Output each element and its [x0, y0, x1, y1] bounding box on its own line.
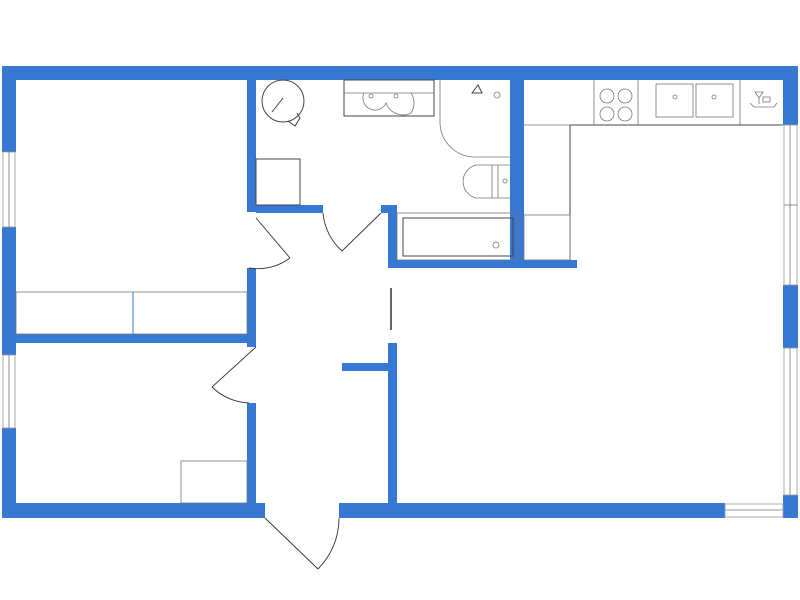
- wall-bottom-left: [2, 503, 265, 518]
- door-bedroom-2[interactable]: [211, 346, 257, 404]
- window-living-bottom: [724, 503, 784, 518]
- interior-walls: [16, 80, 577, 503]
- nightstand: [180, 460, 248, 504]
- wall-tub-left: [388, 205, 397, 268]
- bathroom-fixtures: [255, 79, 519, 261]
- wall-left-upper: [2, 66, 16, 152]
- wall-bath-kitchen: [510, 80, 524, 268]
- bathtub: [396, 212, 519, 261]
- wall-bottom-right: [339, 503, 725, 518]
- wall-bath-bottom-left: [256, 205, 323, 213]
- washing-machine: [261, 79, 305, 127]
- wall-tub-bottom: [388, 260, 577, 268]
- window-living-right: [783, 347, 798, 496]
- door-bedroom-1[interactable]: [248, 217, 291, 270]
- outer-walls: [2, 66, 798, 518]
- kitchen-fixtures: [523, 80, 783, 261]
- wall-top: [2, 66, 798, 80]
- door-bathroom[interactable]: [322, 212, 382, 252]
- wall-bedroom2-right: [247, 403, 256, 503]
- wall-hall-stub: [342, 363, 388, 371]
- wall-left-lower: [2, 428, 16, 518]
- wall-right-top: [783, 66, 798, 125]
- windows: [2, 124, 798, 518]
- door-entrance[interactable]: [264, 517, 340, 570]
- wall-left-middle: [2, 227, 16, 355]
- wardrobe: [15, 291, 248, 335]
- bedroom-fixtures: [15, 291, 248, 504]
- toilet: [462, 164, 510, 199]
- cabinet: [255, 158, 301, 206]
- wall-bedroom-divider: [16, 334, 256, 343]
- wall-bedroom1-right: [247, 268, 256, 347]
- kitchen-cabinet: [523, 214, 571, 261]
- shower: [439, 80, 510, 158]
- stove: [599, 88, 633, 122]
- kitchen-counter: [569, 124, 783, 260]
- faucet: [749, 91, 778, 108]
- wall-right-middle: [783, 285, 798, 348]
- double-sink: [343, 79, 435, 117]
- wall-right-bottom: [783, 495, 798, 518]
- kitchen-sink: [655, 83, 734, 118]
- wall-bath-left: [247, 80, 256, 212]
- wall-living-left: [388, 343, 397, 503]
- doors: [211, 212, 382, 570]
